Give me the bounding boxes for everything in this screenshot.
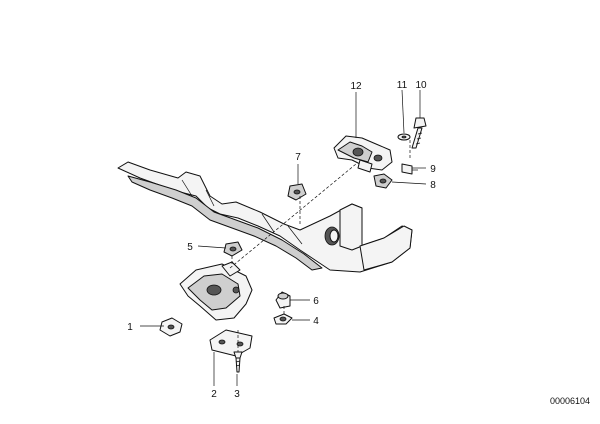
nut-5 bbox=[223, 241, 243, 257]
nut-7 bbox=[287, 183, 307, 201]
callout-5: 5 bbox=[187, 242, 193, 253]
bracket-1 bbox=[159, 317, 183, 337]
bolt-3 bbox=[233, 351, 243, 373]
nut-9 bbox=[401, 163, 418, 175]
stopper-6 bbox=[275, 291, 291, 309]
callout-11: 11 bbox=[397, 80, 408, 91]
callout-4: 4 bbox=[313, 316, 319, 327]
plate-2 bbox=[209, 329, 253, 357]
mount-bracket-12 bbox=[333, 135, 393, 173]
callout-labels: 1 2 3 4 5 6 7 8 9 10 11 12 bbox=[127, 80, 436, 400]
callout-12: 12 bbox=[350, 81, 362, 92]
callout-2: 2 bbox=[211, 389, 217, 400]
document-id: 00006104 bbox=[550, 396, 590, 406]
callout-6: 6 bbox=[313, 296, 319, 307]
callout-1: 1 bbox=[127, 322, 133, 333]
crossmember bbox=[117, 161, 413, 273]
callout-8: 8 bbox=[430, 180, 436, 191]
nut-8 bbox=[373, 173, 393, 189]
washer-11 bbox=[397, 133, 411, 141]
callout-10: 10 bbox=[415, 80, 427, 91]
bolt-10 bbox=[411, 117, 427, 149]
leader-lines bbox=[140, 89, 427, 386]
assembly-lines bbox=[229, 140, 411, 352]
lower-mount bbox=[179, 261, 253, 321]
callout-3: 3 bbox=[234, 389, 240, 400]
callout-7: 7 bbox=[295, 152, 301, 163]
nut-4 bbox=[273, 313, 293, 325]
callout-9: 9 bbox=[430, 164, 436, 175]
